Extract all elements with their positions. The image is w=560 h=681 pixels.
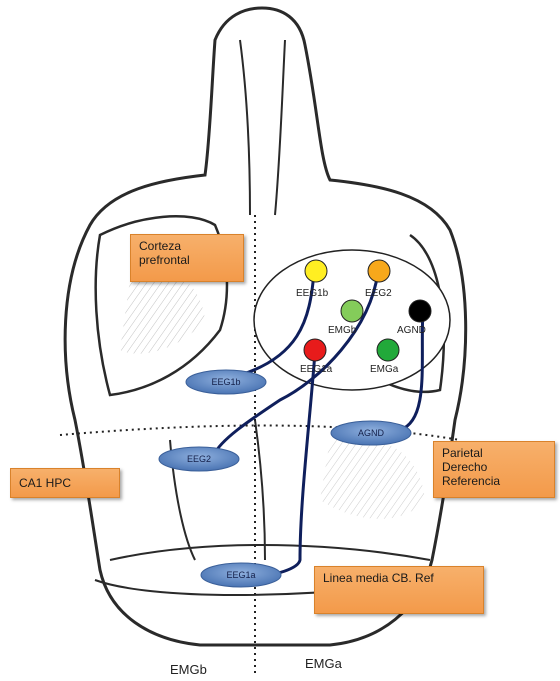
electrode-label-eeg2: EEG2	[187, 454, 211, 464]
bottom-label-emgb: EMGb	[170, 662, 207, 677]
pin-label-eeg1a: EEG1a	[300, 364, 333, 375]
pin-eeg1b	[305, 260, 327, 282]
pin-agnd	[409, 300, 431, 322]
electrode-label-agnd: AGND	[358, 428, 385, 438]
pin-emgb	[341, 300, 363, 322]
label-prefrontal: Corteza prefrontal	[130, 234, 244, 282]
electrode-label-eeg1a: EEG1a	[226, 570, 255, 580]
wire-eeg1a	[270, 352, 315, 575]
pin-emga	[377, 339, 399, 361]
label-ca1-hpc: CA1 HPC	[10, 468, 120, 498]
label-midline-cb: Linea media CB. Ref	[314, 566, 484, 614]
electrode-label-eeg1b: EEG1b	[211, 377, 240, 387]
pin-label-eeg2: EEG2	[365, 288, 392, 299]
pin-label-agnd: AGND	[397, 325, 426, 336]
pin-label-emgb: EMGb	[328, 325, 357, 336]
skull-texture	[120, 272, 205, 354]
label-parietal: Parietal Derecho Referencia	[433, 441, 555, 498]
pin-label-eeg1b: EEG1b	[296, 288, 329, 299]
skull-texture	[320, 438, 425, 519]
pin-label-emga: EMGa	[370, 364, 399, 375]
bottom-label-emga: EMGa	[305, 656, 342, 671]
pin-eeg1a	[304, 339, 326, 361]
pin-eeg2	[368, 260, 390, 282]
